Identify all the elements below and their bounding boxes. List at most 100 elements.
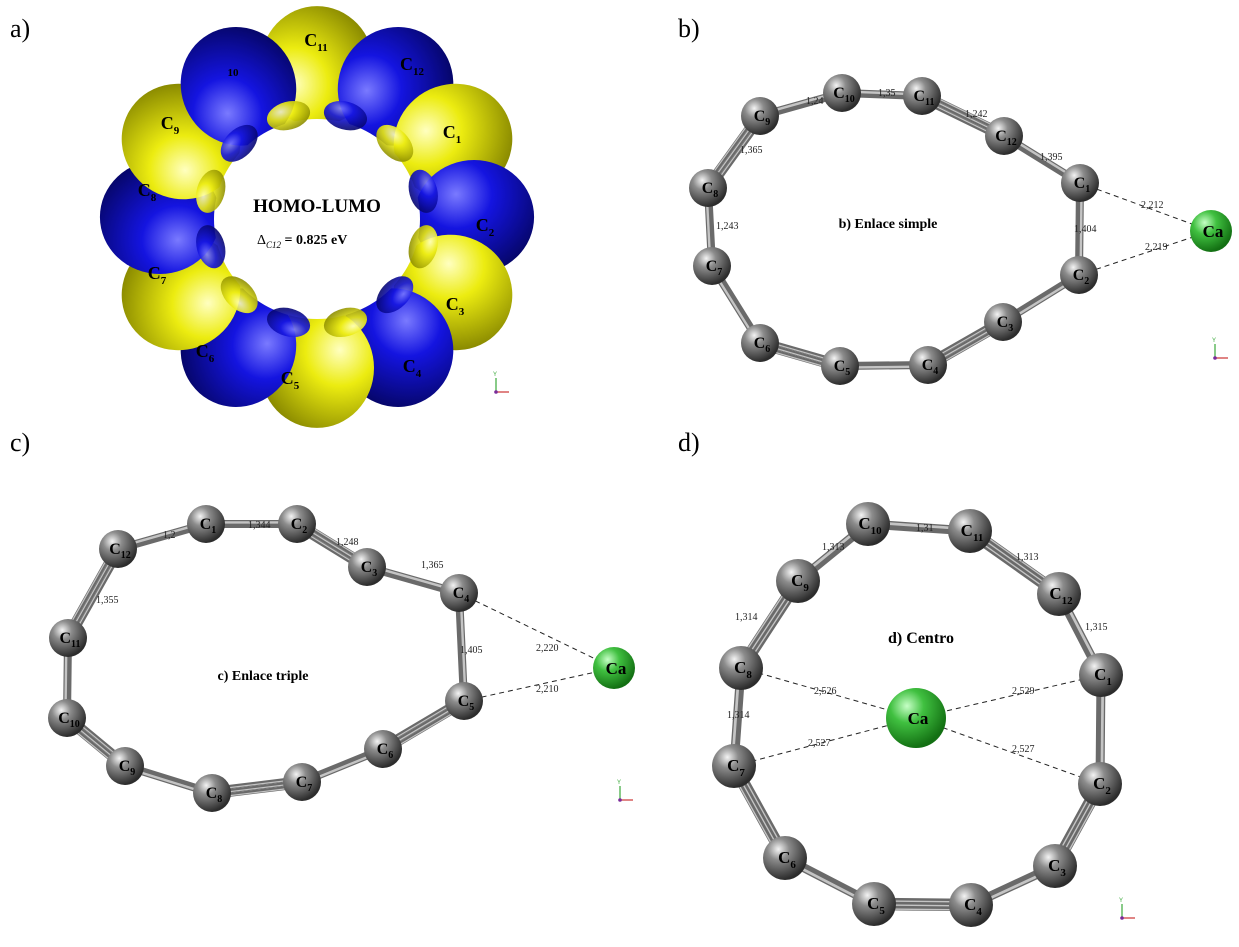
carbon-atom	[689, 169, 727, 207]
orbital-atom-label: C7	[148, 263, 167, 287]
carbon-atom	[364, 730, 402, 768]
calcium-atom	[593, 647, 635, 689]
panel-label-a: a)	[10, 14, 31, 43]
atom-label: C10	[858, 514, 882, 537]
orbital-atom-label: C6	[196, 341, 215, 365]
atom-label: C11	[961, 521, 984, 544]
atom-label: C8	[702, 180, 719, 200]
homo-lumo-title: HOMO-LUMO	[253, 196, 381, 217]
atom-label: C6	[377, 741, 394, 761]
atom-label: C12	[995, 128, 1017, 148]
atom-label: C10	[58, 710, 80, 730]
atom-label: C2	[291, 516, 308, 536]
orbital-inner-lobe	[196, 225, 226, 269]
ca-distance-label: 2,526	[814, 686, 837, 697]
bond-length-label: 1,314	[735, 612, 758, 623]
orbital-inner-lobe	[408, 225, 438, 269]
atom-label: C3	[361, 559, 378, 579]
ca-distance-line	[740, 667, 917, 719]
carbon-atom	[985, 117, 1023, 155]
axis-origin	[1120, 916, 1124, 920]
atom-label: C12	[1049, 584, 1073, 607]
atom-label: C7	[706, 258, 723, 278]
orbital-inner-lobe	[266, 307, 311, 338]
carbon-atom	[712, 744, 756, 788]
carbon-atom	[283, 763, 321, 801]
carbon-atom	[949, 883, 993, 927]
bond-length-label: 1,344	[248, 520, 271, 531]
panel-b-single-bond: 1,241,351,2421,3951,4041,3651,2432,2122,…	[689, 74, 1232, 385]
orbital-inner-lobe	[196, 169, 226, 213]
carbon-atom	[278, 505, 316, 543]
panel-title: c) Enlace triple	[218, 669, 309, 684]
orbital-atom-label: C1	[443, 122, 462, 146]
ca-distance-line	[733, 717, 917, 767]
bond-length-label: 1,248	[336, 537, 359, 548]
atom-label: C1	[200, 516, 217, 536]
carbon-atom	[187, 505, 225, 543]
bond-length-label: 1,31	[916, 523, 934, 534]
bond-length-label: 1,395	[1040, 152, 1063, 163]
panel-c-triple-bond: 1,21,3441,2481,3651,4051,3552,2202,210C1…	[48, 505, 635, 812]
atom-label: C4	[964, 895, 982, 918]
orbital-atom-label: 10	[228, 67, 240, 79]
orbital-atom-label: C8	[138, 180, 157, 204]
atom-label: C7	[296, 774, 313, 794]
carbon-atom	[106, 747, 144, 785]
torus-hole-center	[224, 128, 410, 310]
ca-distance-label: 2,219	[1145, 242, 1168, 253]
carbon-atom	[719, 646, 763, 690]
axis-origin	[618, 798, 622, 802]
carbon-atom	[909, 346, 947, 384]
ca-distance-label: 2,220	[536, 643, 559, 654]
carbon-atom	[48, 699, 86, 737]
atom-label: C4	[453, 585, 470, 605]
carbon-atom	[1061, 164, 1099, 202]
atom-label: C9	[754, 108, 771, 128]
bond-length-label: 1,2	[163, 530, 176, 541]
orbital-atom-label: C3	[446, 294, 465, 318]
panel-label-c: c)	[10, 428, 31, 457]
atom-label: C5	[834, 358, 851, 378]
orbital-atom-label: C11	[304, 30, 327, 54]
orbital-atom-label: C12	[400, 54, 425, 78]
bond-length-label: 1,242	[965, 109, 988, 120]
ca-distance-label: 2,527	[1012, 744, 1035, 755]
carbon-atom	[903, 77, 941, 115]
ca-distance-line	[458, 592, 615, 669]
atom-label: C11	[913, 88, 934, 108]
carbon-atom	[984, 303, 1022, 341]
carbon-atom	[193, 774, 231, 812]
bond-length-label: 1,35	[878, 88, 896, 99]
orbital-inner-lobe	[266, 100, 311, 131]
atom-label: C6	[778, 848, 796, 871]
carbon-atom	[693, 247, 731, 285]
ca-distance-label: 2,527	[808, 738, 831, 749]
carbon-atom	[99, 530, 137, 568]
orbital-inner-lobe	[323, 100, 368, 131]
carbon-atom	[49, 619, 87, 657]
carbon-atom	[445, 682, 483, 720]
atom-label: C4	[922, 357, 939, 377]
calcium-atom	[886, 688, 946, 748]
atom-label: C5	[867, 894, 885, 917]
carbon-atom	[1037, 572, 1081, 616]
orbital-atom-label: C9	[161, 113, 180, 137]
atom-label: C1	[1094, 665, 1112, 688]
calcium-label: Ca	[606, 659, 627, 678]
orbital-inner-lobe	[220, 124, 258, 162]
atom-label: C9	[119, 758, 136, 778]
energy-gap-label: ΔC12 = 0.825 eV	[257, 233, 347, 250]
bond-length-label: 1,313	[1016, 552, 1039, 563]
atom-label: C3	[1048, 856, 1066, 879]
panel-label-d: d)	[678, 428, 700, 457]
carbon-atom	[1033, 844, 1077, 888]
orbital-lobe	[180, 27, 297, 146]
carbon-atom	[948, 509, 992, 553]
orbital-inner-lobe	[408, 169, 438, 213]
bond-length-label: 1,314	[727, 710, 750, 721]
calcium-atom	[1190, 210, 1232, 252]
ca-distance-line	[915, 717, 1101, 785]
